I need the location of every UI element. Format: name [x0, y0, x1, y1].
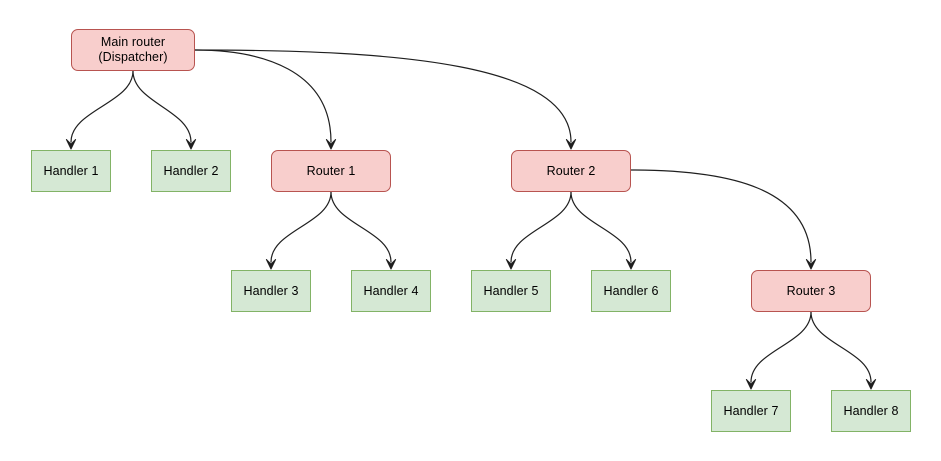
arrowhead-icon	[625, 259, 637, 270]
edge-router-2-to-router-3	[630, 169, 817, 270]
edge-main-router-to-router-2	[194, 49, 577, 150]
node-label: Router 1	[306, 163, 356, 178]
node-label: Handler 7	[723, 403, 779, 418]
edge-line	[330, 191, 392, 263]
arrowhead-icon	[805, 259, 817, 270]
arrowhead-icon	[385, 259, 397, 270]
node-handler-4[interactable]: Handler 4	[351, 270, 431, 312]
arrowhead-icon	[745, 379, 757, 390]
node-handler-5[interactable]: Handler 5	[471, 270, 551, 312]
edge-line	[194, 49, 332, 143]
edge-router-1-to-handler-4	[330, 191, 397, 270]
node-router-1[interactable]: Router 1	[271, 150, 391, 192]
arrowhead-icon	[265, 259, 277, 270]
edge-router-2-to-handler-6	[570, 191, 637, 270]
node-handler-8[interactable]: Handler 8	[831, 390, 911, 432]
node-router-2[interactable]: Router 2	[511, 150, 631, 192]
arrowhead-icon	[565, 139, 577, 150]
node-handler-3[interactable]: Handler 3	[231, 270, 311, 312]
node-label: Router 2	[546, 163, 596, 178]
edge-router-3-to-handler-8	[810, 311, 877, 390]
edge-router-3-to-handler-7	[745, 311, 812, 390]
edge-line	[570, 191, 632, 263]
edge-line	[132, 70, 192, 143]
arrowhead-icon	[865, 379, 877, 390]
node-router-3[interactable]: Router 3	[751, 270, 871, 312]
node-label: Handler 1	[43, 163, 99, 178]
arrowhead-icon	[185, 139, 197, 150]
edge-line	[810, 311, 872, 383]
edge-line	[510, 191, 572, 263]
edge-line	[750, 311, 812, 383]
edge-line	[70, 70, 134, 143]
edge-line	[194, 49, 572, 143]
edge-main-router-to-router-1	[194, 49, 337, 150]
edge-router-2-to-handler-5	[505, 191, 572, 270]
node-handler-6[interactable]: Handler 6	[591, 270, 671, 312]
node-label: Handler 4	[363, 283, 419, 298]
node-main-router[interactable]: Main router (Dispatcher)	[71, 29, 195, 71]
arrowhead-icon	[505, 259, 517, 270]
node-label: Handler 5	[483, 283, 539, 298]
arrowhead-icon	[325, 139, 337, 150]
edge-main-router-to-handler-1	[65, 70, 134, 150]
edge-line	[270, 191, 332, 263]
node-label: Handler 8	[843, 403, 899, 418]
node-label: Main router (Dispatcher)	[98, 35, 168, 64]
node-handler-1[interactable]: Handler 1	[31, 150, 111, 192]
edge-router-1-to-handler-3	[265, 191, 332, 270]
node-handler-2[interactable]: Handler 2	[151, 150, 231, 192]
edge-line	[630, 169, 812, 263]
node-label: Handler 2	[163, 163, 219, 178]
node-label: Handler 3	[243, 283, 299, 298]
edge-main-router-to-handler-2	[132, 70, 197, 150]
node-label: Handler 6	[603, 283, 659, 298]
node-label: Router 3	[786, 283, 836, 298]
node-handler-7[interactable]: Handler 7	[711, 390, 791, 432]
arrowhead-icon	[65, 139, 77, 150]
